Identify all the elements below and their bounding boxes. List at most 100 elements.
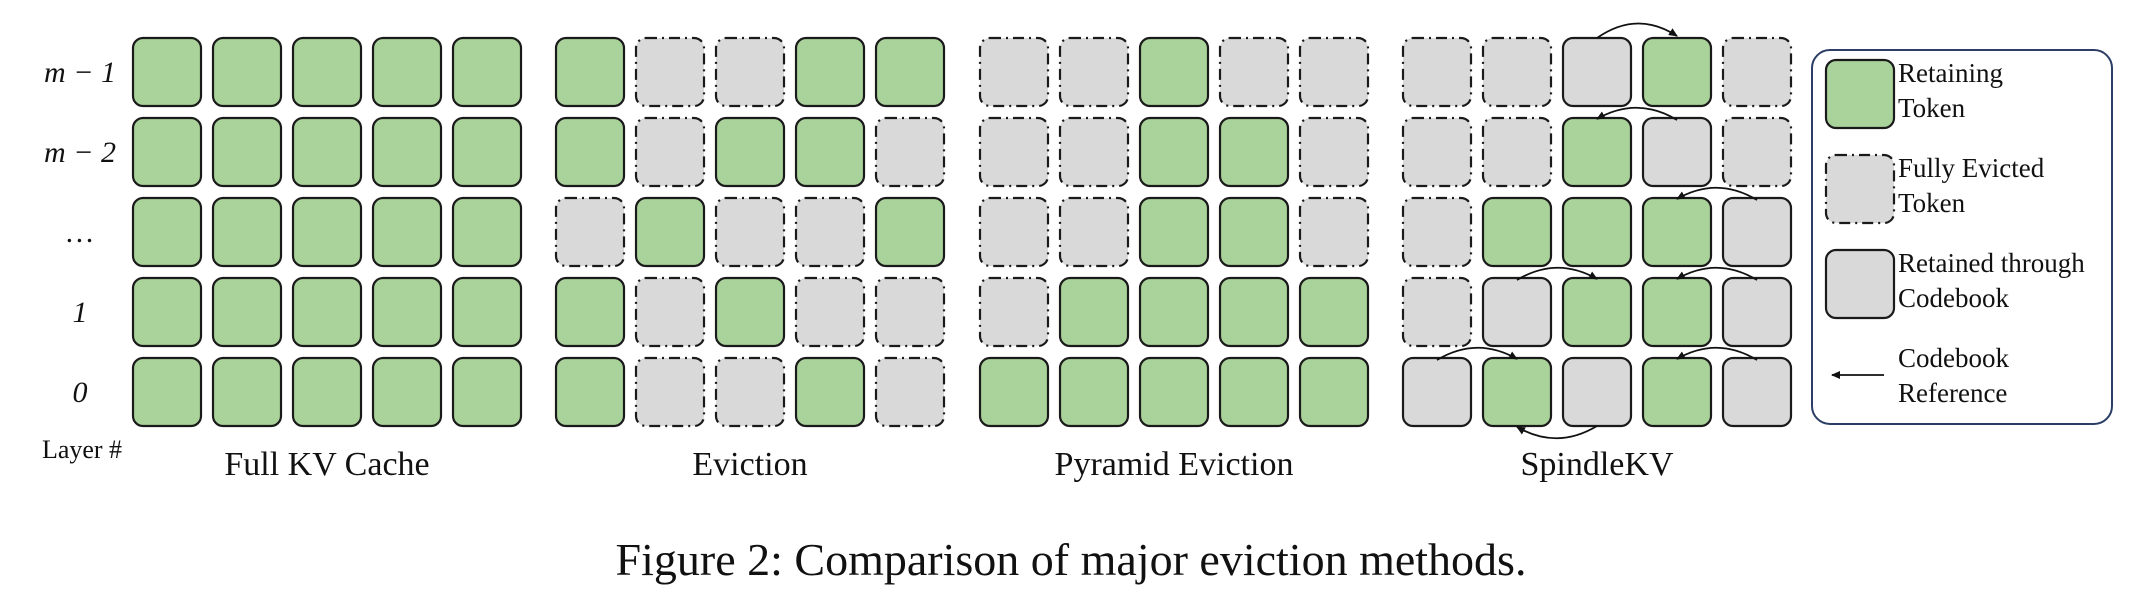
layer-row-label: m − 1 <box>44 56 116 89</box>
evicted-token <box>1721 116 1793 188</box>
codebook-reference-arrow <box>1676 266 1758 281</box>
retaining-token <box>211 196 283 268</box>
evicted-token <box>1058 36 1130 108</box>
retaining-token <box>131 196 203 268</box>
retaining-token <box>211 276 283 348</box>
retaining-token <box>451 36 523 108</box>
panel-title: Full KV Cache <box>224 446 429 483</box>
retaining-token <box>1641 356 1713 428</box>
retaining-token <box>1561 116 1633 188</box>
retaining-token <box>554 356 626 428</box>
retaining-token <box>131 356 203 428</box>
legend-retaining-swatch <box>1824 58 1896 130</box>
layer-row-label: m − 2 <box>44 136 116 169</box>
retaining-token <box>1561 276 1633 348</box>
layer-row-label: 0 <box>73 376 88 409</box>
legend-label: Reference <box>1898 378 2007 408</box>
codebook-token <box>1721 276 1793 348</box>
retaining-token <box>1138 36 1210 108</box>
retaining-token <box>291 356 363 428</box>
codebook-token <box>1481 276 1553 348</box>
codebook-reference-arrow <box>1516 266 1598 281</box>
evicted-token <box>634 116 706 188</box>
evicted-token <box>1481 116 1553 188</box>
evicted-token <box>1401 276 1473 348</box>
evicted-token <box>978 36 1050 108</box>
codebook-reference-arrow <box>1676 346 1758 361</box>
retaining-token <box>1218 276 1290 348</box>
retaining-token <box>211 116 283 188</box>
retaining-token <box>371 36 443 108</box>
retaining-token <box>794 116 866 188</box>
retaining-token <box>1138 356 1210 428</box>
retaining-token <box>1561 196 1633 268</box>
evicted-token <box>1481 36 1553 108</box>
retaining-token <box>1641 196 1713 268</box>
legend-codebook-swatch <box>1824 248 1896 320</box>
evicted-token <box>634 36 706 108</box>
retaining-token <box>131 276 203 348</box>
legend-label: Codebook <box>1898 283 2009 313</box>
retaining-token <box>1218 356 1290 428</box>
retaining-token <box>291 36 363 108</box>
panel: Full KV Cache <box>131 36 523 483</box>
figure-caption: Figure 2: Comparison of major eviction m… <box>615 534 1527 585</box>
retaining-token <box>554 276 626 348</box>
retaining-token <box>794 36 866 108</box>
retaining-token <box>714 276 786 348</box>
panel: Eviction <box>554 36 946 483</box>
retaining-token <box>211 36 283 108</box>
panel: Pyramid Eviction <box>978 36 1370 483</box>
retaining-token <box>371 196 443 268</box>
retaining-token <box>451 356 523 428</box>
legend-box <box>1811 49 2113 425</box>
evicted-token <box>1298 36 1370 108</box>
retaining-token <box>1641 36 1713 108</box>
evicted-token <box>978 276 1050 348</box>
evicted-token <box>1218 36 1290 108</box>
retaining-token <box>1218 196 1290 268</box>
retaining-token <box>451 196 523 268</box>
codebook-reference-arrow <box>1596 22 1678 39</box>
retaining-token <box>131 36 203 108</box>
evicted-token <box>1401 36 1473 108</box>
evicted-token <box>634 356 706 428</box>
retaining-token <box>1481 356 1553 428</box>
codebook-reference-arrow <box>1516 425 1598 440</box>
retaining-token <box>554 36 626 108</box>
codebook-token <box>1641 116 1713 188</box>
evicted-token <box>1298 116 1370 188</box>
legend-label: Retaining <box>1898 58 2003 88</box>
retaining-token <box>1058 276 1130 348</box>
layer-row-label: … <box>67 216 94 249</box>
retaining-token <box>1058 356 1130 428</box>
codebook-token <box>1561 36 1633 108</box>
retaining-token <box>371 276 443 348</box>
evicted-token <box>1298 196 1370 268</box>
legend-label: Retained through <box>1898 248 2085 278</box>
evicted-token <box>1401 196 1473 268</box>
evicted-token <box>978 116 1050 188</box>
retaining-token <box>1138 276 1210 348</box>
retaining-token <box>211 356 283 428</box>
retaining-token <box>451 276 523 348</box>
evicted-token <box>714 196 786 268</box>
panel-title: Eviction <box>692 446 807 483</box>
legend-label: Fully Evicted <box>1898 153 2045 183</box>
retaining-token <box>451 116 523 188</box>
retaining-token <box>874 196 946 268</box>
retaining-token <box>1298 356 1370 428</box>
legend-label: Codebook <box>1898 343 2009 373</box>
evicted-token <box>714 36 786 108</box>
codebook-token <box>1721 196 1793 268</box>
legend-evicted-swatch <box>1824 153 1896 225</box>
panel: SpindleKV <box>1401 22 1793 483</box>
evicted-token <box>1058 196 1130 268</box>
panel-title: SpindleKV <box>1521 446 1674 483</box>
codebook-token <box>1561 356 1633 428</box>
evicted-token <box>1058 116 1130 188</box>
